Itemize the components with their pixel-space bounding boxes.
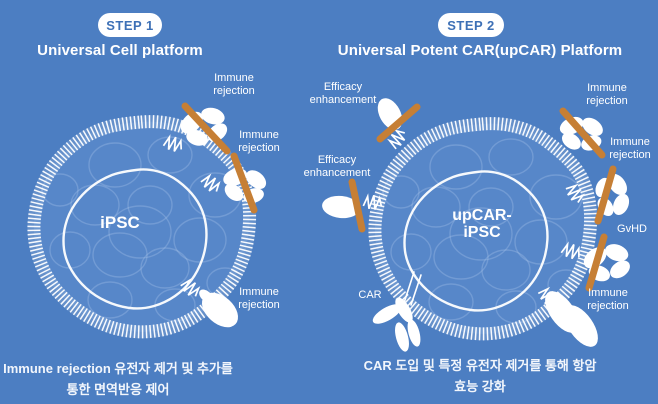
car-receptor-icon bbox=[372, 271, 422, 352]
ipsc-cell-label: iPSC bbox=[100, 213, 140, 232]
gvhd-receptor-icon bbox=[559, 233, 636, 292]
upcar-ipsc-label-line2: iPSC bbox=[463, 224, 501, 241]
efficacy-receptor-icon bbox=[322, 178, 384, 233]
efficacy-receptor-icon bbox=[376, 98, 421, 151]
step-2-badge-label: STEP 2 bbox=[447, 17, 495, 33]
left-caption: Immune rejection 유전자 제거 및 추가를 통한 면역반응 제어 bbox=[0, 358, 236, 400]
right-caption: CAR 도입 및 특정 유전자 제거를 통해 항암 효능 강화 bbox=[330, 355, 630, 397]
right-panel-title: Universal Potent CAR(upCAR) Platform bbox=[337, 42, 623, 59]
left-panel-title: Universal Cell platform bbox=[37, 42, 203, 59]
immune-cell-blob-icon bbox=[199, 289, 239, 328]
left-cell bbox=[34, 100, 272, 334]
immune-rejection-label: Immune rejection bbox=[587, 287, 629, 312]
upcar-ipsc-cell-label: upCAR- iPSC bbox=[422, 207, 542, 241]
gene-knockout-slash-icon bbox=[585, 233, 608, 292]
right-caption-line1: CAR 도입 및 특정 유전자 제거를 통해 항암 bbox=[363, 358, 597, 373]
left-caption-line2: 통한 면역반응 제어 bbox=[66, 382, 170, 397]
right-caption-line2: 효능 강화 bbox=[454, 379, 506, 394]
upcar-ipsc-label-line1: upCAR- bbox=[452, 207, 512, 224]
right-cell bbox=[322, 98, 636, 352]
step-1-badge: STEP 1 bbox=[98, 13, 162, 37]
gene-knockout-slash-icon bbox=[559, 107, 606, 159]
antibody-icon bbox=[563, 165, 634, 225]
step-1-badge-label: STEP 1 bbox=[106, 17, 154, 33]
gene-knockout-slash-icon bbox=[594, 165, 617, 225]
immune-rejection-label: Immune rejection bbox=[238, 286, 280, 311]
gene-knockout-slash-icon bbox=[230, 152, 258, 214]
immune-rejection-label: Immune rejection bbox=[586, 82, 628, 107]
antibody-icon bbox=[215, 152, 272, 214]
immune-rejection-label: Immune rejection bbox=[609, 136, 651, 161]
immune-rejection-label: Immune rejection bbox=[213, 72, 255, 97]
gene-knockout-slash-icon bbox=[376, 103, 421, 143]
efficacy-enhancement-label: Efficacy enhancement bbox=[309, 81, 377, 106]
left-caption-line1: Immune rejection 유전자 제거 및 추가를 bbox=[3, 361, 233, 376]
antibody-icon bbox=[553, 107, 608, 159]
gene-knockout-slash-icon bbox=[348, 178, 366, 233]
step-2-badge: STEP 2 bbox=[438, 13, 504, 37]
car-label: CAR bbox=[358, 289, 382, 301]
efficacy-enhancement-label: Efficacy enhancement bbox=[303, 154, 371, 179]
gvhd-label: GvHD bbox=[617, 223, 647, 235]
antibody-icon bbox=[173, 100, 234, 155]
gene-knockout-slash-icon bbox=[181, 102, 231, 155]
immune-cell-blob-icon bbox=[535, 284, 598, 347]
immune-rejection-label: Immune rejection bbox=[238, 129, 280, 154]
